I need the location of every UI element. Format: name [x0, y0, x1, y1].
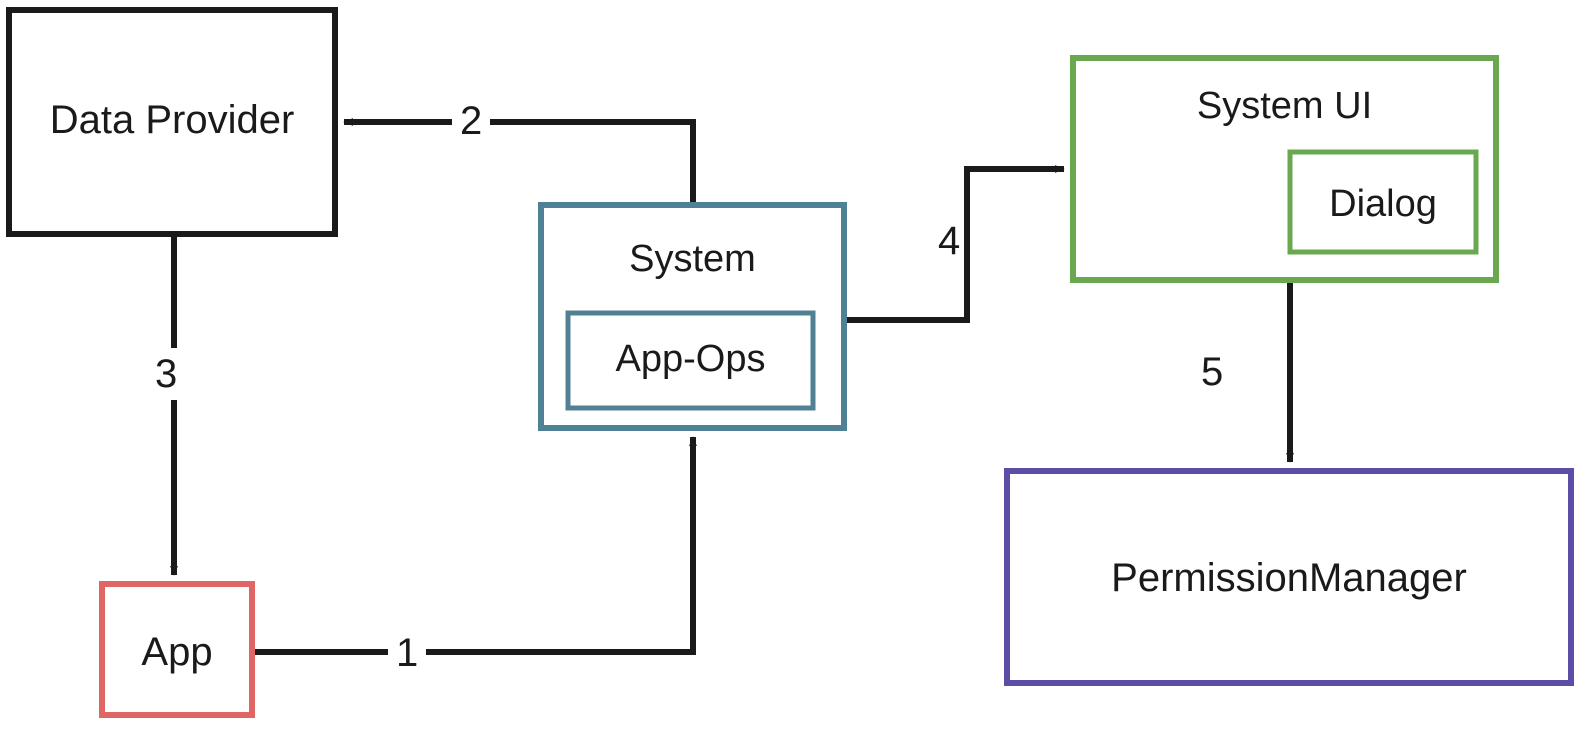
node-permission-manager-box[interactable] [1004, 468, 1574, 686]
edge-2-path [343, 118, 696, 205]
edge-4-path [844, 165, 1065, 323]
node-app-box[interactable] [99, 581, 255, 718]
node-dialog-box[interactable] [1287, 149, 1479, 255]
node-app-ops-box[interactable] [565, 310, 816, 411]
edge-1-path [252, 436, 697, 655]
nodes-layer [6, 7, 1574, 718]
node-data-provider-box[interactable] [6, 7, 338, 237]
